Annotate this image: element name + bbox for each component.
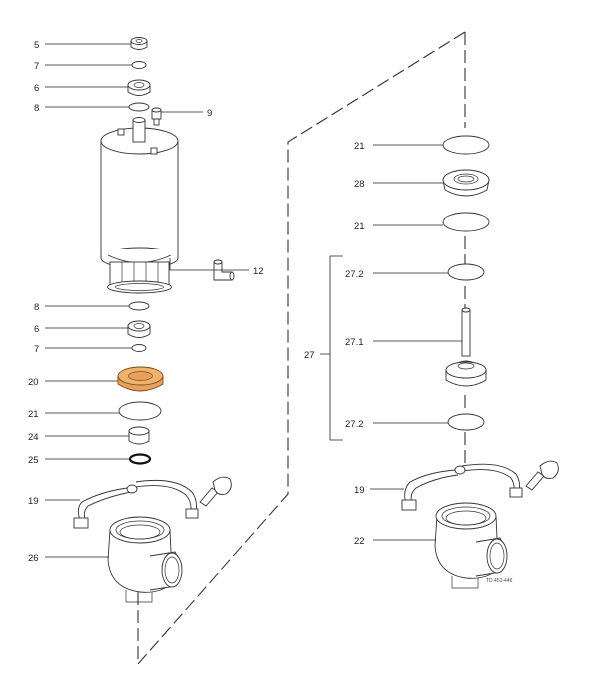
part-21-seal-left (118, 401, 162, 421)
part-19-clamp-right (401, 460, 559, 511)
part-7-oring-top (131, 61, 147, 69)
callout-6-lower: 6 (34, 324, 39, 335)
bracket-27 (320, 255, 343, 441)
actuator-yoke (107, 261, 172, 294)
part-9-fitting (151, 107, 162, 126)
callout-20: 20 (28, 377, 39, 388)
part-5-cap-nut (130, 37, 148, 50)
part-19-clamp-left (73, 476, 232, 529)
callout-26: 26 (28, 553, 39, 564)
part-21-seal-right-mid (442, 212, 490, 232)
leader-lines (45, 43, 462, 558)
callout-21-right-mid: 21 (354, 221, 365, 232)
callout-21-right-top: 21 (354, 141, 365, 152)
part-8-washer-top (128, 102, 150, 112)
part-8-washer-lower (128, 301, 150, 311)
part-24-bushing (128, 426, 150, 445)
callout-8-lower: 8 (34, 302, 39, 313)
part-12-elbow-fitting (213, 259, 235, 281)
part-7-oring-lower (131, 344, 147, 352)
dashed-outline (137, 31, 466, 666)
part-21-seal-right-top (442, 135, 490, 155)
callout-27-2-upper: 27.2 (345, 269, 364, 280)
part-22-valve-body (434, 502, 508, 589)
callout-19-right: 19 (354, 485, 365, 496)
part-6-nut-lower (127, 320, 151, 338)
callout-7-top: 7 (34, 61, 39, 72)
part-27-2-seal-upper (447, 263, 485, 281)
callout-19-left: 19 (28, 496, 39, 507)
callout-27-2-lower: 27.2 (345, 419, 364, 430)
callout-9: 9 (207, 108, 212, 119)
part-27-2-seal-lower (447, 413, 485, 431)
callout-21-left: 21 (28, 409, 39, 420)
callout-28: 28 (354, 179, 365, 190)
callout-22: 22 (354, 536, 365, 547)
drawing-reference: TD 451-446 (486, 578, 513, 584)
part-28-diaphragm (442, 169, 490, 197)
part-27-1-plug-stem (445, 307, 487, 387)
part-20-diaphragm-highlighted (117, 366, 164, 392)
part-26-valve-body (107, 516, 183, 603)
callout-27: 27 (304, 350, 315, 361)
actuator-cylinder (100, 117, 179, 269)
callout-7-lower: 7 (34, 344, 39, 355)
callout-27-1: 27.1 (345, 337, 364, 348)
part-25-ring (128, 453, 152, 465)
part-6-nut-top (127, 79, 151, 96)
callout-6-top: 6 (34, 83, 39, 94)
callout-12: 12 (253, 266, 264, 277)
callout-25: 25 (28, 455, 39, 466)
callout-24: 24 (28, 432, 39, 443)
callout-5: 5 (34, 40, 39, 51)
callout-8-top: 8 (34, 103, 39, 114)
